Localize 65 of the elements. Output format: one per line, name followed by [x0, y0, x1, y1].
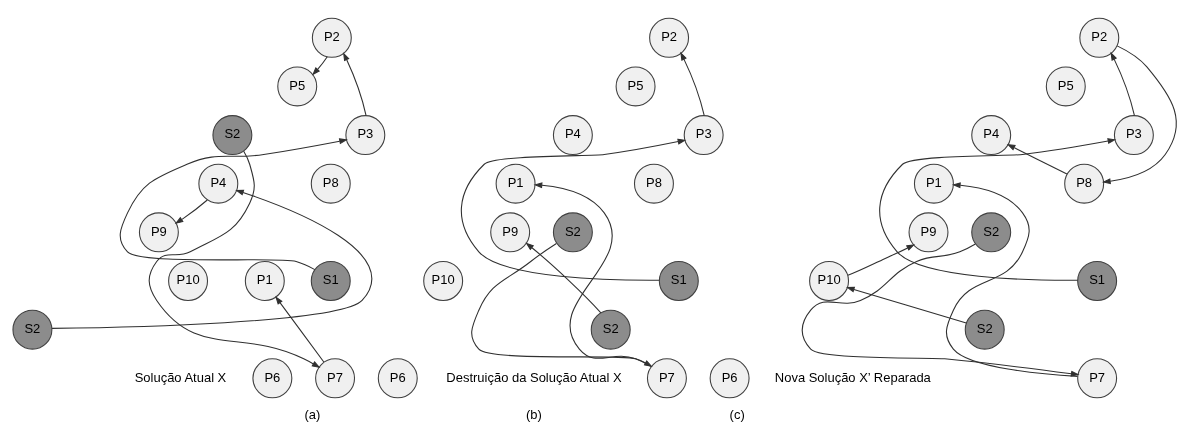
node-circle: P10: [423, 260, 464, 301]
arrow: [51, 189, 373, 329]
node-circle: P3: [683, 114, 724, 155]
node-circle: P4: [198, 163, 239, 204]
node-circle: P2: [1079, 17, 1120, 58]
node-circle: S2: [212, 114, 253, 155]
arrow: [801, 242, 1080, 377]
node-circle: P6: [252, 357, 293, 398]
node-circle: P9: [490, 211, 531, 252]
label: (b): [526, 406, 542, 422]
node-circle: P8: [1064, 163, 1105, 204]
arrow: [1006, 143, 1068, 175]
node-circle: P4: [552, 114, 593, 155]
arrow: [879, 137, 1117, 281]
node-circle: P1: [495, 163, 536, 204]
node-circle: P3: [345, 114, 386, 155]
label: (a): [304, 406, 321, 422]
node-circle: S2: [552, 211, 593, 252]
node-circle: P10: [168, 260, 209, 301]
node-circle: P3: [1113, 114, 1154, 155]
node-circle: P5: [1045, 65, 1086, 106]
arrow: [533, 181, 652, 367]
node-circle: P1: [244, 260, 285, 301]
node-circle: S2: [964, 309, 1005, 350]
node-circle: S2: [12, 309, 53, 350]
node-circle: P10: [809, 260, 850, 301]
node-circle: P4: [971, 114, 1012, 155]
label: Destruição da Solução Atual X: [446, 369, 622, 385]
node-circle: P7: [646, 357, 687, 398]
node-circle: P6: [377, 357, 418, 398]
node-circle: P5: [277, 65, 318, 106]
arrow: [845, 286, 967, 324]
arrow: [471, 242, 653, 367]
arrow: [945, 181, 1079, 377]
node-circle: S1: [1077, 260, 1118, 301]
arrow: [312, 55, 328, 76]
node-circle: P2: [311, 17, 352, 58]
node-circle: S2: [590, 309, 631, 350]
label: Nova Solução X’ Reparada: [774, 369, 931, 385]
arrow: [1102, 44, 1177, 184]
node-circle: P7: [1077, 357, 1118, 398]
node-circle: P2: [649, 17, 690, 58]
node-circle: P1: [913, 163, 954, 204]
node-circle: S2: [971, 211, 1012, 252]
arrow: [275, 295, 325, 362]
arrow: [680, 51, 705, 116]
label: Solução Atual X: [134, 369, 227, 385]
node-circle: P9: [908, 211, 949, 252]
arrow: [460, 138, 687, 281]
arrow: [148, 150, 321, 368]
arrow: [1110, 51, 1135, 116]
arrow: [174, 198, 208, 224]
node-circle: P6: [709, 357, 750, 398]
node-circle: P8: [310, 163, 351, 204]
node-circle: P7: [315, 357, 356, 398]
node-circle: S1: [658, 260, 699, 301]
node-circle: S1: [310, 260, 351, 301]
node-circle: P5: [615, 65, 656, 106]
node-circle: P9: [138, 211, 179, 252]
arrow: [119, 137, 348, 270]
node-circle: P8: [633, 163, 674, 204]
label: (c): [729, 406, 745, 422]
arrow: [525, 242, 602, 313]
arrow: [343, 51, 367, 116]
arrow: [847, 243, 916, 276]
